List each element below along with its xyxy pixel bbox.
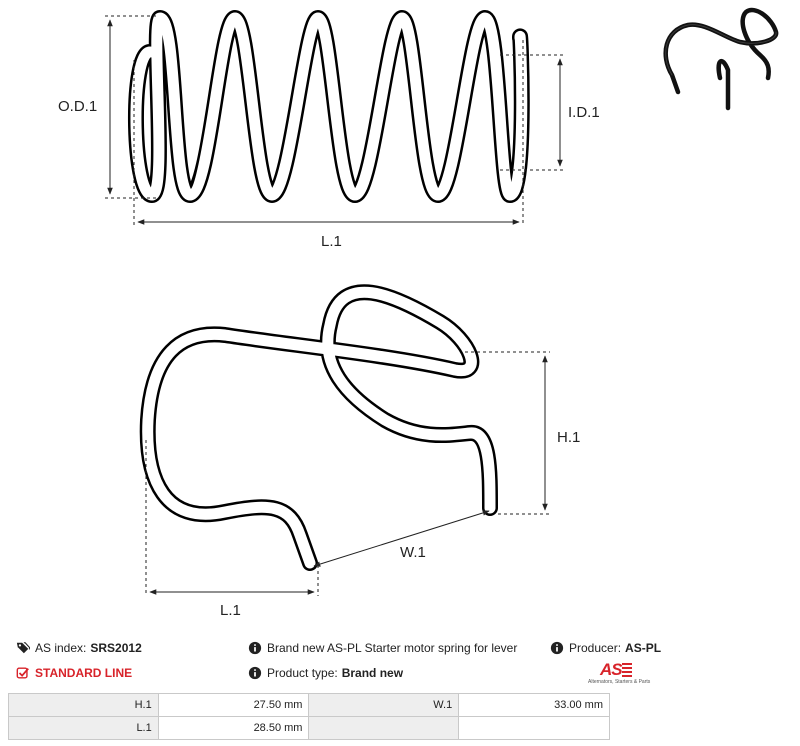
check-square-icon <box>16 667 29 679</box>
coil-spring-drawing <box>128 10 530 203</box>
info-circle-icon <box>248 666 262 680</box>
description-text: Brand new AS-PL Starter motor spring for… <box>267 641 518 655</box>
dim-value: 28.50 mm <box>157 716 310 740</box>
product-type: Product type: Brand new <box>248 666 403 680</box>
info-circle-icon <box>248 641 262 655</box>
product-type-value: Brand new <box>341 666 404 680</box>
producer-value: AS-PL <box>625 641 662 655</box>
standard-line-text: STANDARD LINE <box>35 666 133 680</box>
as-index: AS index: SRS2012 <box>16 641 142 655</box>
dim-key: L.1 <box>8 716 159 740</box>
od-label: O.D.1 <box>58 98 97 115</box>
logo-stripes <box>622 663 632 677</box>
standard-line-badge: STANDARD LINE <box>16 666 132 680</box>
info-circle-icon <box>550 641 564 655</box>
technical-drawing: O.D.1 I.D.1 L.1 H.1 W.1 L.1 <box>58 10 600 619</box>
producer: Producer: AS-PL <box>550 641 661 655</box>
dim-value: 33.00 mm <box>458 693 610 717</box>
coil-length-label: L.1 <box>321 233 342 250</box>
dim-key: H.1 <box>8 693 159 717</box>
dimensions-table: H.1 27.50 mm W.1 33.00 mm L.1 28.50 mm <box>8 693 610 740</box>
as-index-label: AS index: <box>35 641 87 655</box>
id-label: I.D.1 <box>568 104 600 121</box>
dim-value: 27.50 mm <box>157 693 310 717</box>
product-type-label: Product type: <box>267 666 338 680</box>
dim-key: W.1 <box>308 693 460 717</box>
product-photo <box>663 7 779 111</box>
clip-dimensions <box>145 351 550 596</box>
logo-mark: AS <box>600 660 623 679</box>
as-pl-logo: AS Alternators, Starters & Parts <box>588 660 652 690</box>
coil-dimensions <box>105 15 565 226</box>
clip-length-label: L.1 <box>220 602 241 619</box>
producer-label: Producer: <box>569 641 622 655</box>
product-info: AS index: SRS2012 STANDARD LINE Brand ne… <box>0 636 800 692</box>
table-row: L.1 28.50 mm <box>8 716 610 740</box>
product-description: Brand new AS-PL Starter motor spring for… <box>248 641 517 655</box>
dim-value <box>458 716 610 740</box>
as-index-value: SRS2012 <box>90 641 142 655</box>
width-label: W.1 <box>400 544 426 561</box>
tags-icon <box>16 642 30 654</box>
dim-key <box>308 716 460 740</box>
table-row: H.1 27.50 mm W.1 33.00 mm <box>8 693 610 717</box>
logo-tagline: Alternators, Starters & Parts <box>588 679 651 685</box>
height-label: H.1 <box>557 429 580 446</box>
clip-spring-drawing <box>139 284 498 571</box>
